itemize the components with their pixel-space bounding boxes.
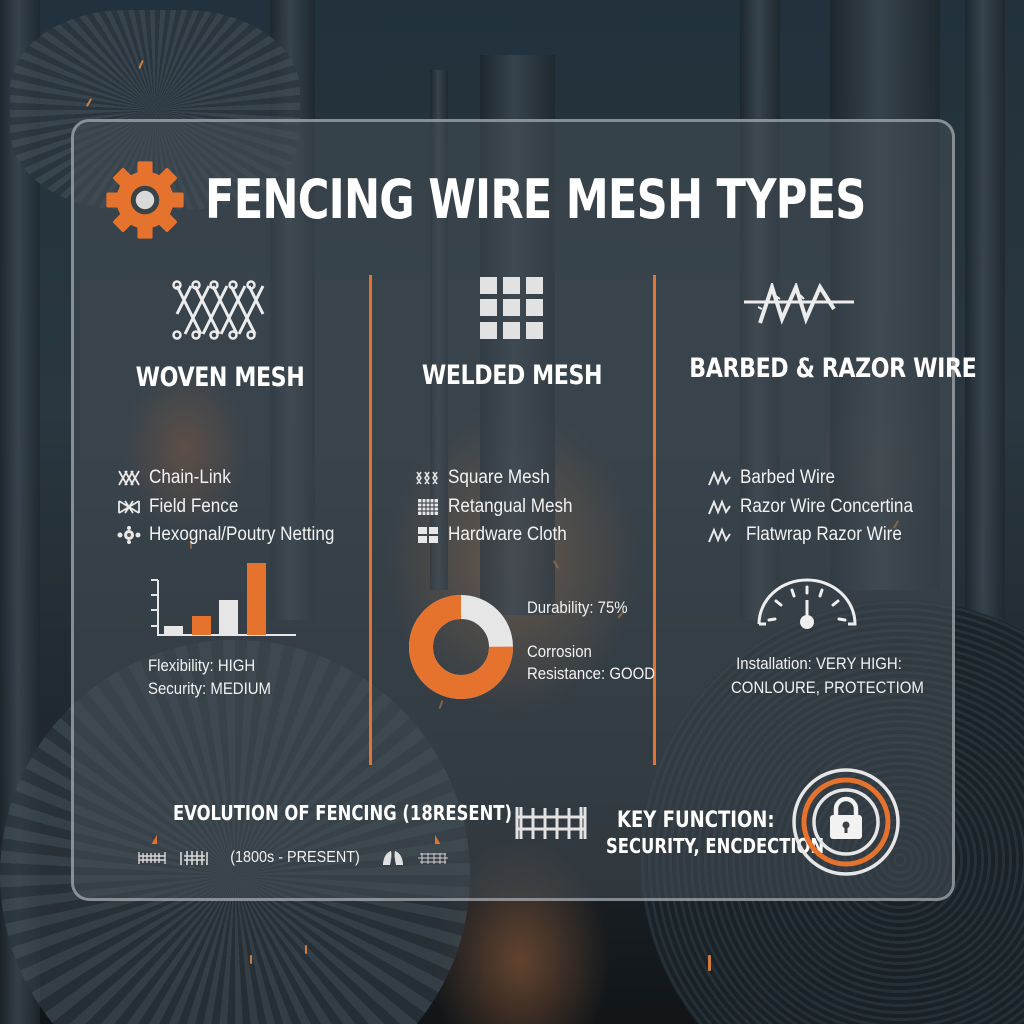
- list-item: Square Mesh: [416, 464, 586, 493]
- welded-stats: Durability: 75% Corrosion Resistance: GO…: [527, 597, 673, 685]
- column-heading-woven: WOVEN MESH: [135, 362, 305, 393]
- woven-stats: Flexibility: HIGH Security: MEDIUM: [148, 654, 288, 700]
- bar-3: [219, 600, 238, 635]
- grid-squares-icon: [480, 277, 543, 339]
- picket-fence-icon: [180, 851, 209, 865]
- bar-2: [192, 616, 211, 635]
- bar-chart: [151, 563, 296, 636]
- stat-resistance: Resistance: GOOD: [527, 664, 656, 683]
- stat-installation: Installation: VERY HIGH:: [736, 654, 902, 673]
- column-heading-barbed: BARBED & RAZOR WIRE: [689, 353, 977, 384]
- fence-icon: [515, 807, 587, 839]
- column-divider-right: [653, 275, 656, 765]
- timeline-title: EVOLUTION OF FENCING (18RESENT): [173, 801, 512, 825]
- woven-fence-icon: [138, 852, 166, 864]
- glass-panel: [71, 119, 955, 901]
- padlock-icon: [792, 768, 900, 876]
- list-item: Razor Wire Concertina: [708, 493, 932, 522]
- list-item: Chain-Link: [117, 464, 355, 493]
- list-item: Retangual Mesh: [416, 493, 586, 522]
- rectangular-mesh-icon: [418, 498, 438, 515]
- hexagonal-netting-icon: [117, 526, 141, 545]
- stat-durability: Durability: 75%: [527, 598, 628, 617]
- barbed-wire-icon: [744, 283, 854, 325]
- barbed-fence-icon: [417, 853, 448, 864]
- gear-icon: [106, 161, 184, 239]
- zigzag-wire-icon: [708, 527, 731, 543]
- chain-link-icon: [118, 470, 140, 486]
- list-item: Hardware Cloth: [416, 521, 586, 550]
- title-row: FENCING WIRE MESH TYPES: [103, 160, 1024, 240]
- stat-security: Security: MEDIUM: [148, 679, 272, 698]
- stat-flexibility: Flexibility: HIGH: [148, 656, 256, 675]
- zigzag-wire-icon: [708, 470, 731, 486]
- woven-mesh-list: Chain-Link Field Fence Hexognal/Poutry N…: [117, 464, 355, 550]
- column-heading-welded: WELDED MESH: [421, 360, 603, 391]
- list-item: Hexognal/Poutry Netting: [117, 521, 355, 550]
- durability-donut-chart: [409, 595, 513, 699]
- hardware-cloth-icon: [418, 527, 438, 544]
- welded-mesh-list: Square Mesh Retangual Mesh Hardware Clot…: [416, 464, 586, 550]
- timeline-labels: (1800s - PRESENT): [138, 845, 448, 871]
- chain-link-mesh-icon: [172, 280, 265, 340]
- page-title: FENCING WIRE MESH TYPES: [205, 168, 866, 231]
- key-function-subtitle: SECURITY, ENCDECTION: [606, 834, 825, 858]
- list-item: Flatwrap Razor Wire: [708, 521, 932, 550]
- bar-1: [164, 626, 183, 635]
- leaf-icon: [382, 851, 403, 865]
- list-item: Barbed Wire: [708, 464, 932, 493]
- column-divider-left: [369, 275, 372, 765]
- stat-corrosion: Corrosion: [527, 642, 592, 661]
- key-function-title: KEY FUNCTION:: [617, 808, 775, 833]
- column-woven-mesh: WOVEN MESH: [100, 280, 340, 393]
- timeline-range: (1800s - PRESENT): [230, 849, 360, 866]
- gauge-icon: [757, 578, 857, 629]
- column-welded-mesh: WELDED MESH: [392, 277, 632, 391]
- stat-protection: CONLOURE, PROTECTIOM: [731, 678, 924, 697]
- timeline-arrow: [151, 835, 441, 844]
- list-item: Field Fence: [117, 493, 355, 522]
- zigzag-wire-icon: [708, 499, 731, 515]
- barbed-wire-list: Barbed Wire Razor Wire Concertina Flatwr…: [708, 464, 932, 550]
- barbed-stats: Installation: VERY HIGH: CONLOURE, PROTE…: [719, 652, 924, 700]
- column-barbed-razor-wire: BARBED & RAZOR WIRE: [665, 283, 977, 384]
- square-mesh-icon: [416, 471, 438, 485]
- field-fence-icon: [118, 499, 140, 514]
- bar-4: [247, 563, 266, 635]
